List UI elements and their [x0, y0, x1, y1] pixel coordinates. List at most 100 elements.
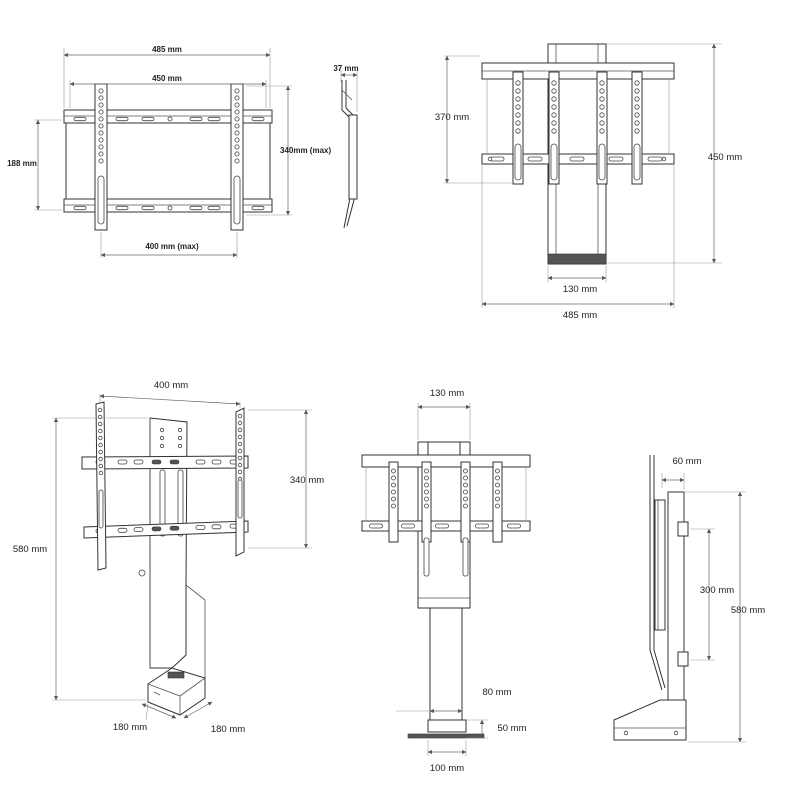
rail-slot: [117, 527, 128, 533]
front-arm-1: [388, 461, 399, 543]
rail-slot: [133, 459, 144, 465]
dim-130-top: 130 mm: [563, 284, 597, 295]
mount-hole: [98, 137, 104, 143]
column-hole: [159, 427, 165, 433]
rail-end-hole: [487, 156, 493, 162]
arm-slot: [237, 479, 243, 519]
mount-hole: [495, 496, 500, 502]
mount-hole: [599, 80, 605, 86]
front-base-plate: [407, 733, 485, 739]
mount-hole: [234, 137, 240, 143]
column-hole: [177, 443, 183, 449]
rail-slot: [151, 459, 162, 465]
mount-hole: [391, 503, 396, 509]
lift-arm-1: [512, 71, 524, 185]
dim-188: 188 mm: [7, 159, 37, 168]
rail-slot: [435, 523, 449, 529]
iso-top-rail: [81, 455, 249, 470]
dim-400-max: 400 mm (max): [145, 242, 199, 251]
mount-hole: [424, 489, 429, 495]
rail-slot: [608, 156, 624, 162]
mount-hole: [463, 503, 468, 509]
rail-slot: [195, 459, 206, 465]
rail-slot: [73, 116, 87, 122]
arm-holes: [391, 468, 500, 509]
mount-hole: [98, 470, 104, 476]
mount-hole: [234, 88, 240, 94]
mount-hole: [98, 428, 103, 434]
mount-hole: [599, 96, 605, 102]
rail-slot: [207, 116, 221, 122]
mount-hole: [515, 120, 521, 126]
dim-37: 37 mm: [333, 64, 358, 73]
arm-holes: [98, 88, 240, 164]
mount-hole: [515, 96, 521, 102]
mount-hole: [237, 413, 243, 419]
arm-slot: [550, 143, 558, 181]
mount-hole: [424, 475, 429, 481]
mount-hole: [98, 449, 103, 455]
mount-hole: [515, 112, 521, 118]
rail-slot: [169, 459, 180, 465]
dim-50: 50 mm: [497, 723, 526, 734]
rail-slot: [251, 116, 265, 122]
mount-hole: [463, 468, 468, 474]
mount-hole: [463, 496, 468, 502]
rail-slot: [475, 523, 489, 529]
mount-hole: [463, 475, 468, 481]
mount-hole: [98, 95, 104, 101]
arm-slot: [514, 143, 522, 181]
mount-hole: [237, 427, 243, 433]
mount-hole: [97, 421, 103, 427]
rail-slot: [647, 156, 663, 162]
arm-slot: [598, 143, 606, 181]
mount-hole: [234, 158, 240, 164]
front-arm-3: [460, 461, 471, 543]
rail-slot: [141, 116, 155, 122]
rail-slot: [73, 205, 87, 211]
mount-hole: [634, 104, 640, 110]
dim-180-depth: 180 mm: [113, 722, 147, 733]
rail-slot: [251, 205, 265, 211]
rail-slot: [117, 459, 128, 465]
dim-340-max: 340mm (max): [280, 146, 331, 155]
mount-hole: [391, 496, 396, 502]
arm-holes: [514, 80, 641, 181]
mount-hole: [234, 151, 240, 157]
mount-hole: [234, 116, 240, 122]
rail-slot: [401, 523, 415, 529]
mount-hole: [495, 503, 500, 509]
mount-hole: [515, 80, 521, 86]
mount-hole: [551, 128, 557, 134]
dim-485-front: 485 mm: [152, 45, 182, 54]
iso-bottom-rail: [83, 520, 249, 539]
column-hole: [177, 427, 183, 433]
rail-slot: [507, 523, 521, 529]
dim-100: 100 mm: [430, 763, 464, 774]
side-base: [613, 699, 687, 741]
rail-slot: [369, 523, 383, 529]
iso-column: [149, 417, 188, 669]
mount-hole: [391, 468, 396, 474]
mount-hole: [98, 144, 104, 150]
lift-arm-2: [548, 71, 560, 185]
mount-hole: [515, 128, 521, 134]
dim-340-iso: 340 mm: [290, 475, 324, 486]
lift-side-view: 60 mm 300 mm 580 mm: [613, 455, 765, 743]
mount-hole: [551, 96, 557, 102]
rail-slot: [169, 525, 180, 531]
dim-300: 300 mm: [700, 585, 734, 596]
iso-base-badge: [167, 671, 185, 679]
dim-580-iso: 580 mm: [13, 544, 47, 555]
front-top-rail: [361, 454, 531, 468]
mount-hole: [599, 120, 605, 126]
front-arm-4: [492, 461, 503, 543]
dim-400-iso: 400 mm: [154, 380, 188, 391]
bracket-side-view: 37 mm: [333, 64, 359, 229]
mount-hole: [551, 88, 557, 94]
side-bracket-profile: [649, 455, 663, 691]
rail-slot: [133, 527, 144, 532]
column-hole: [159, 443, 165, 449]
